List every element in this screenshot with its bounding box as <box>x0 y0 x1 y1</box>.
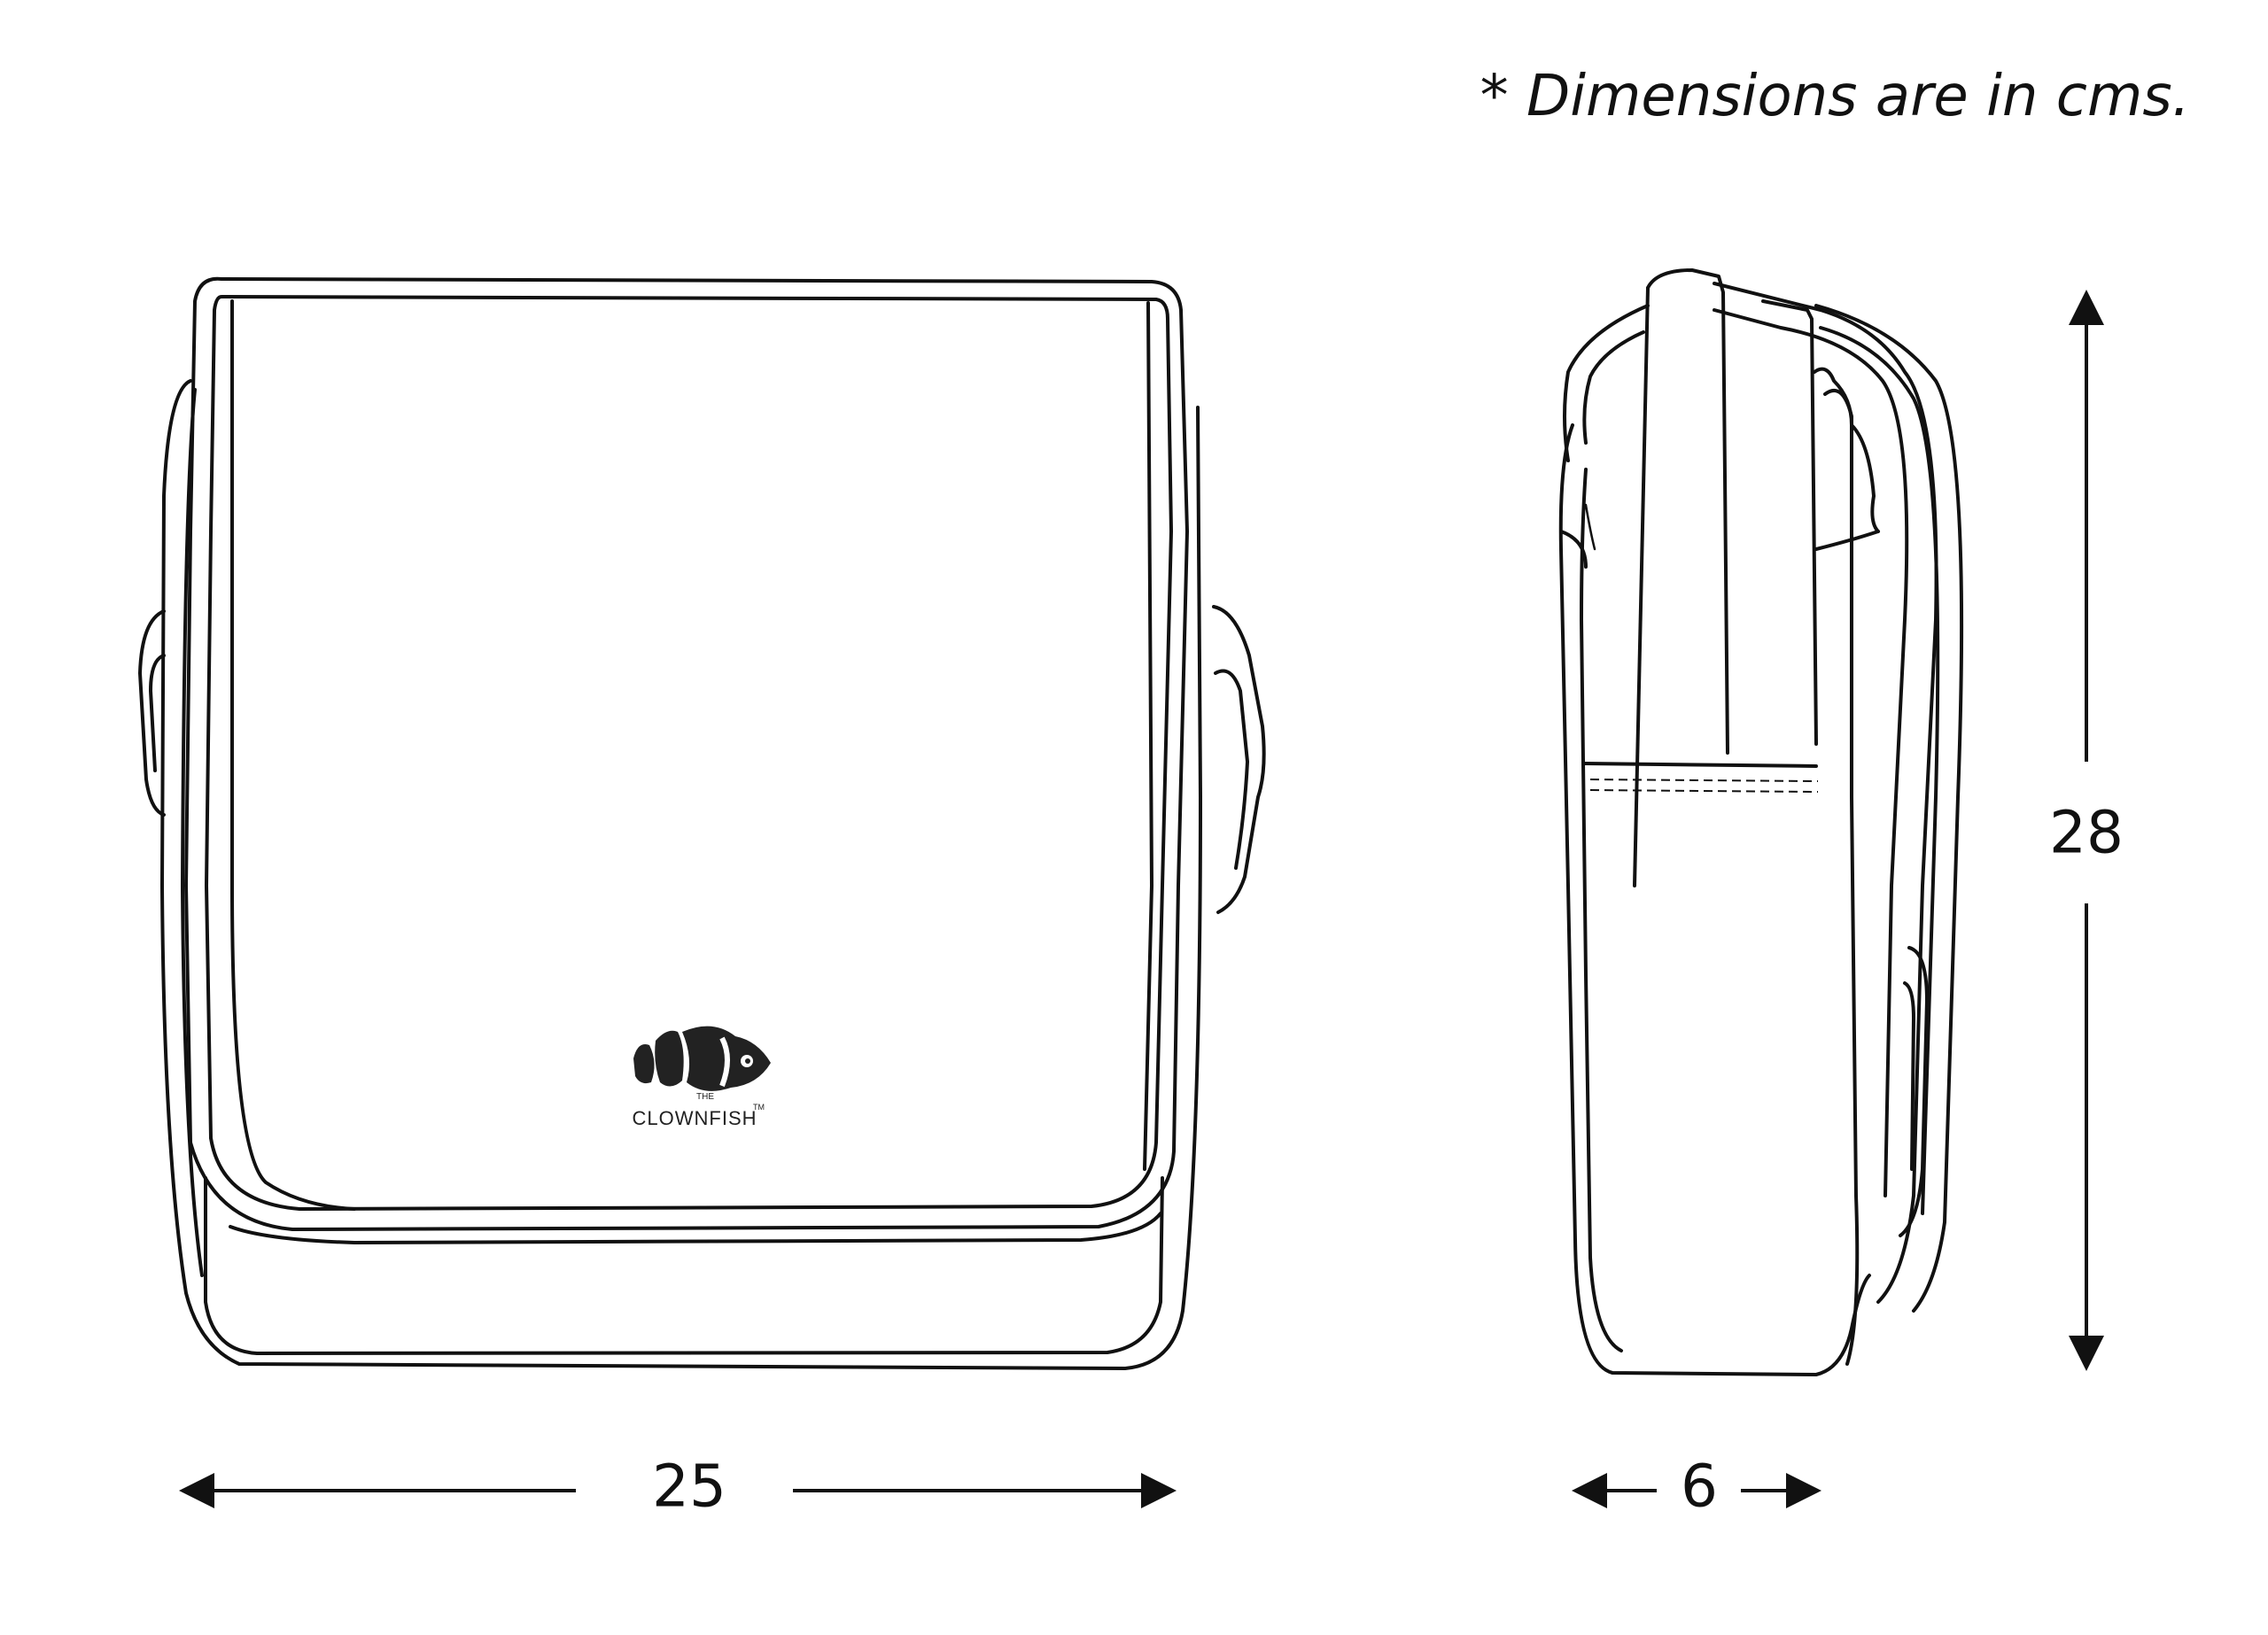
side-top-handle <box>1646 268 1729 755</box>
side-body-inner <box>1580 468 1623 1352</box>
logo-trademark: TM <box>753 1103 765 1112</box>
left-side-loop <box>138 609 166 817</box>
side-vertical-left <box>1584 503 1596 551</box>
depth-label: 6 <box>1681 1452 1718 1521</box>
side-strap-long-inner <box>1819 326 1940 1215</box>
front-flap-seam <box>230 299 356 1211</box>
dimensions-note: * Dimensions are in cms. <box>1480 64 2190 129</box>
fish-small-2 <box>655 1030 684 1087</box>
side-left-curl <box>1563 304 1650 462</box>
height-label: 28 <box>2049 798 2124 867</box>
front-flap-seam-right <box>1143 301 1153 1171</box>
side-body <box>1558 423 1871 1376</box>
side-strap-long <box>1814 304 1964 1313</box>
front-body-left-edge <box>160 379 1202 1370</box>
side-lower-loop <box>1899 946 1929 1237</box>
front-body-inner-left <box>181 388 204 1277</box>
width-label: 25 <box>652 1452 726 1521</box>
front-pocket-top <box>229 1212 1162 1244</box>
side-left-curl-inner <box>1582 330 1645 445</box>
side-lower-loop-inner <box>1903 981 1915 1171</box>
fish-small-1 <box>633 1044 655 1084</box>
fish-pupil <box>745 1058 750 1064</box>
left-side-loop-inner <box>149 654 166 772</box>
side-pocket-stitch-2 <box>1589 789 1819 793</box>
side-pocket-stitch-1 <box>1589 779 1819 782</box>
side-pocket-line <box>1582 762 1818 768</box>
logo-prefix: THE <box>696 1092 714 1102</box>
front-flap-outer <box>184 276 1189 1231</box>
side-top-block <box>1761 299 1818 746</box>
side-strap-outer <box>1713 282 1938 1304</box>
side-handle-front <box>1633 286 1650 887</box>
side-upper-diagonal <box>1559 530 1588 569</box>
right-side-loop <box>1212 605 1266 914</box>
front-pocket <box>204 1176 1164 1355</box>
side-back-panel <box>1813 367 1880 533</box>
side-strap-inner <box>1713 308 1909 1197</box>
side-view <box>1558 268 1964 1376</box>
clownfish-logo-mark <box>633 1026 771 1091</box>
dimension-arrows <box>179 290 2104 1508</box>
right-side-loop-inner <box>1214 669 1249 870</box>
front-flap-inner <box>205 295 1173 1211</box>
side-body-back <box>1823 388 1860 1366</box>
front-view <box>138 276 1266 1370</box>
logo-brand: CLOWNFISH <box>632 1107 757 1129</box>
side-back-panel-curve <box>1814 530 1880 551</box>
fish-stripe <box>719 1036 730 1088</box>
